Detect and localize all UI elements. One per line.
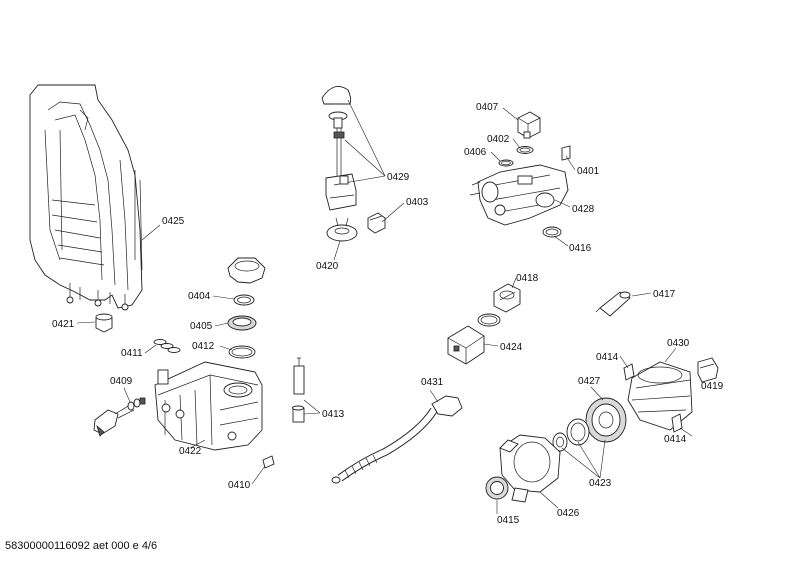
part-0417-shaft[interactable] (595, 291, 631, 317)
label-0413: 0413 (322, 409, 345, 420)
label-0414-a: 0414 (596, 352, 619, 363)
part-0423-seals[interactable] (552, 418, 590, 452)
leader-lines (76, 99, 693, 514)
label-0415: 0415 (497, 515, 520, 526)
label-0424: 0424 (500, 342, 523, 353)
part-0427-impeller-housing[interactable] (585, 397, 627, 443)
label-0411: 0411 (121, 348, 143, 359)
label-0425: 0425 (162, 216, 185, 227)
part-0412-seal[interactable] (228, 345, 256, 359)
label-0405: 0405 (190, 321, 213, 332)
part-0414-clip-bottom[interactable] (671, 413, 683, 433)
label-0418: 0418 (516, 273, 539, 284)
part-0415-seal-ring[interactable] (485, 476, 509, 500)
part-0422-water-softener[interactable] (154, 361, 263, 451)
label-0410: 0410 (228, 480, 251, 491)
part-0413-float[interactable] (292, 357, 305, 423)
part-0418-connector[interactable] (493, 283, 521, 313)
part-labels: 0407 0402 0406 0401 0428 0416 0429 0403 … (52, 102, 724, 526)
part-0410-plate[interactable] (262, 455, 275, 469)
part-0403-microswitch[interactable] (367, 212, 386, 234)
part-0411-rings[interactable] (153, 339, 181, 353)
part-0406-ring[interactable] (498, 159, 514, 167)
label-0417: 0417 (653, 289, 676, 300)
label-0423: 0423 (589, 478, 612, 489)
part-0416-hose-clamp[interactable] (542, 226, 562, 238)
part-0430-circulation-pump[interactable] (627, 361, 693, 431)
part-0424-ring[interactable] (477, 313, 501, 327)
part-0404-cap[interactable] (227, 257, 266, 284)
label-0403: 0403 (406, 197, 429, 208)
label-0412: 0412 (192, 341, 215, 352)
part-0404-ring[interactable] (233, 294, 255, 306)
label-0402: 0402 (487, 134, 510, 145)
part-0421-connector[interactable] (95, 313, 113, 333)
label-0429: 0429 (387, 172, 410, 183)
label-0421: 0421 (52, 319, 75, 330)
label-0428: 0428 (572, 204, 595, 215)
part-0425-water-pocket[interactable] (29, 84, 143, 311)
label-0401: 0401 (577, 166, 600, 177)
label-0419: 0419 (701, 381, 724, 392)
label-0427: 0427 (578, 376, 601, 387)
label-0420: 0420 (316, 261, 339, 272)
part-0414-clip-top[interactable] (623, 363, 635, 381)
label-0416: 0416 (569, 243, 592, 254)
part-0402-ring[interactable] (516, 146, 534, 154)
label-0409: 0409 (110, 376, 133, 387)
label-0422: 0422 (179, 446, 202, 457)
label-0431: 0431 (421, 377, 444, 388)
label-0414-b: 0414 (664, 434, 687, 445)
label-0430: 0430 (667, 338, 690, 349)
part-0409-valve[interactable] (93, 397, 146, 437)
part-0419-plug[interactable] (697, 357, 719, 383)
part-0429-float-assembly[interactable] (321, 85, 357, 211)
part-0401-clip[interactable] (561, 145, 571, 161)
part-0426-pump-housing[interactable] (499, 434, 561, 503)
label-0406: 0406 (464, 147, 487, 158)
label-0404: 0404 (188, 291, 211, 302)
part-0407-solenoid[interactable] (517, 111, 541, 139)
part-0428-valve-block[interactable] (469, 164, 569, 226)
part-0431-drain-hose[interactable] (331, 395, 463, 484)
label-0407: 0407 (476, 102, 499, 113)
label-0426: 0426 (557, 508, 580, 519)
part-0405-nut[interactable] (227, 315, 257, 331)
part-0424-switch[interactable] (447, 325, 485, 365)
part-0420-membrane[interactable] (326, 217, 358, 242)
document-footer: 58300000116092 aet 000 e 4/6 (5, 540, 158, 552)
